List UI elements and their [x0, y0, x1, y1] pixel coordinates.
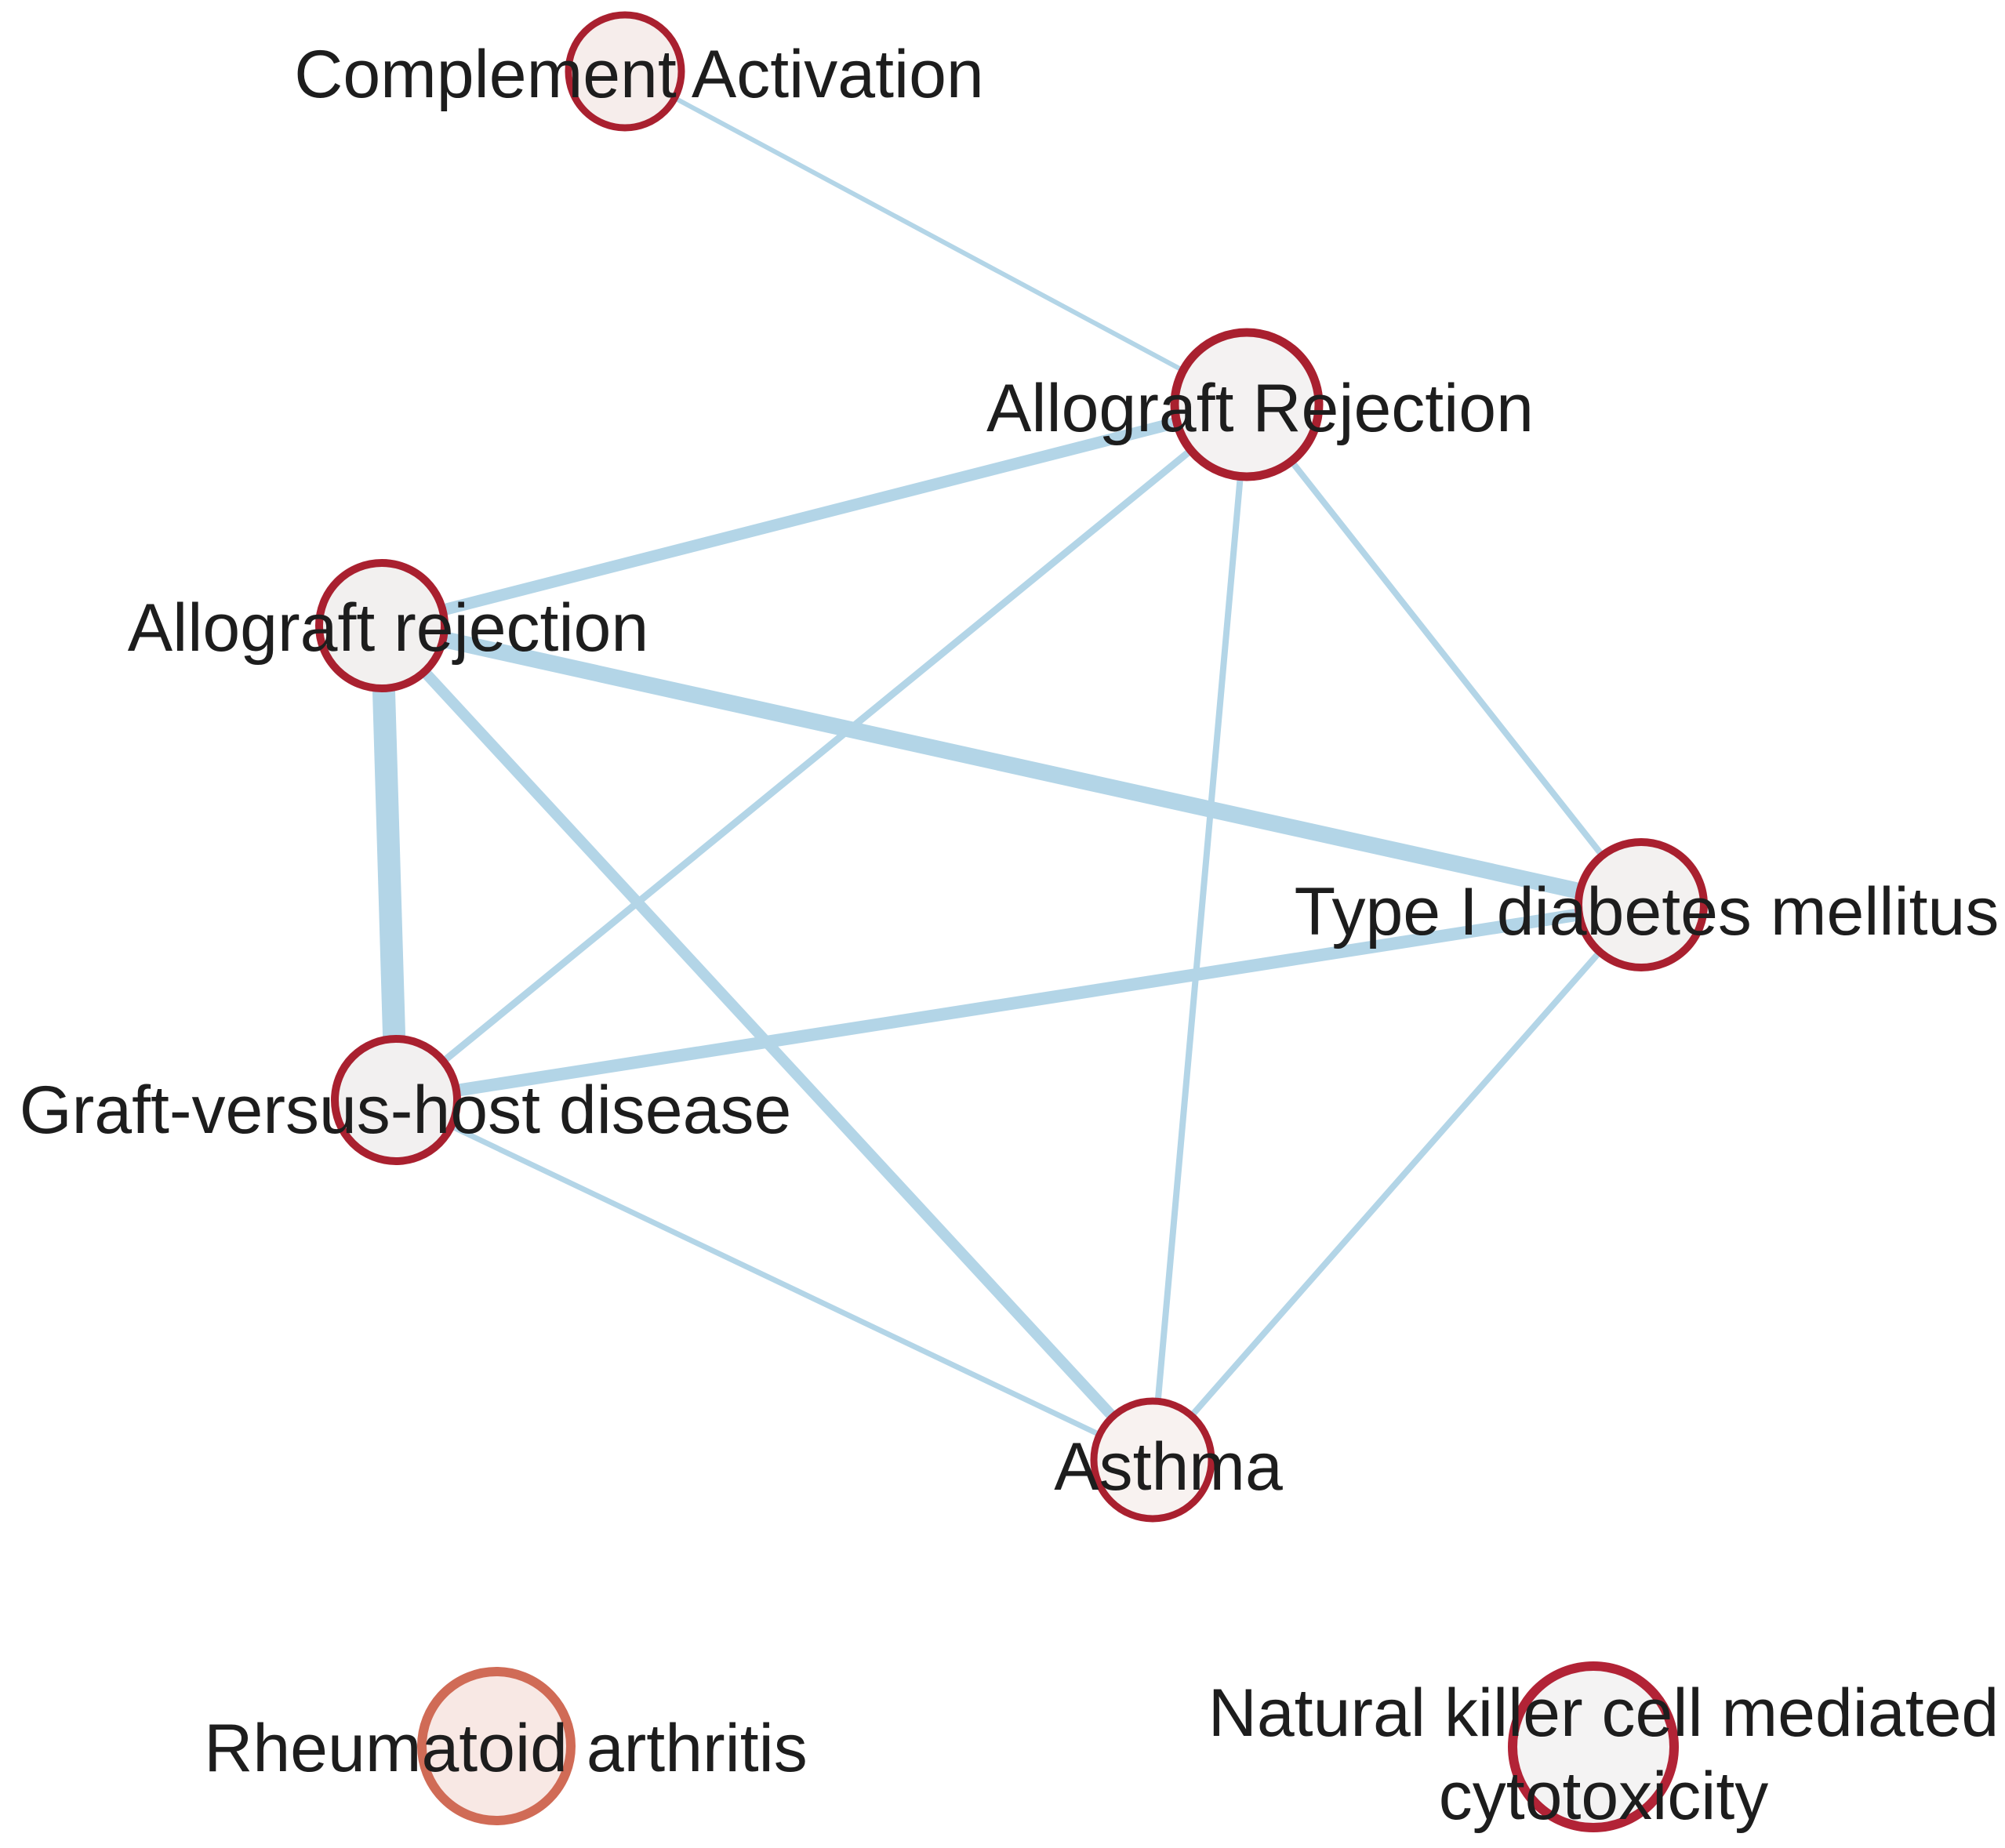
node-type-i-diabetes-mellitus[interactable]: [1575, 838, 1708, 971]
node-label-rheumatoid-arthritis: Rheumatoid arthritis: [204, 1711, 808, 1786]
node-label-allograft-rejection-upper: Allograft Rejection: [986, 371, 1534, 446]
edge-type-i-diabetes-mellitus--asthma: [1150, 902, 1644, 1462]
node-allograft-rejection-lower[interactable]: [315, 559, 449, 692]
node-nk-cell-mediated-cytotoxicity[interactable]: [1508, 1661, 1679, 1832]
node-allograft-rejection-upper[interactable]: [1170, 328, 1324, 481]
node-label-complement-activation: Complement Activation: [294, 37, 984, 112]
edge-allograft-rejection-lower--graft-versus-host-disease: [370, 625, 408, 1101]
node-rheumatoid-arthritis[interactable]: [417, 1667, 576, 1825]
edge-allograft-rejection-upper--graft-versus-host-disease: [394, 401, 1249, 1103]
edge-graft-versus-host-disease--type-i-diabetes-mellitus: [394, 899, 1643, 1106]
edge-allograft-rejection-upper--type-i-diabetes-mellitus: [1244, 402, 1644, 907]
node-label-nk-cell-mediated-cytotoxicity-line1: Natural killer cell mediated: [1208, 1676, 2000, 1751]
edge-allograft-rejection-upper--allograft-rejection-lower: [380, 398, 1248, 632]
node-asthma[interactable]: [1090, 1397, 1215, 1523]
node-label-nk-cell-mediated-cytotoxicity-line2: cytotoxicity: [1439, 1759, 1769, 1834]
edge-allograft-rejection-lower--type-i-diabetes-mellitus: [380, 617, 1644, 913]
node-label-graft-versus-host-disease: Graft-versus-host disease: [20, 1073, 792, 1148]
node-label-allograft-rejection-lower: Allograft rejection: [128, 590, 648, 666]
node-graft-versus-host-disease[interactable]: [331, 1035, 461, 1165]
edge-graft-versus-host-disease--asthma: [394, 1097, 1154, 1463]
node-label-asthma: Asthma: [1054, 1429, 1283, 1505]
edges-layer: [370, 69, 1644, 1464]
node-label-type-i-diabetes-mellitus: Type I diabetes mellitus: [1295, 874, 2000, 949]
nodes-layer: [315, 11, 1708, 1832]
node-complement-activation[interactable]: [565, 11, 685, 132]
edge-complement-activation--allograft-rejection-upper: [623, 69, 1248, 407]
edge-allograft-rejection-upper--asthma: [1150, 404, 1250, 1461]
